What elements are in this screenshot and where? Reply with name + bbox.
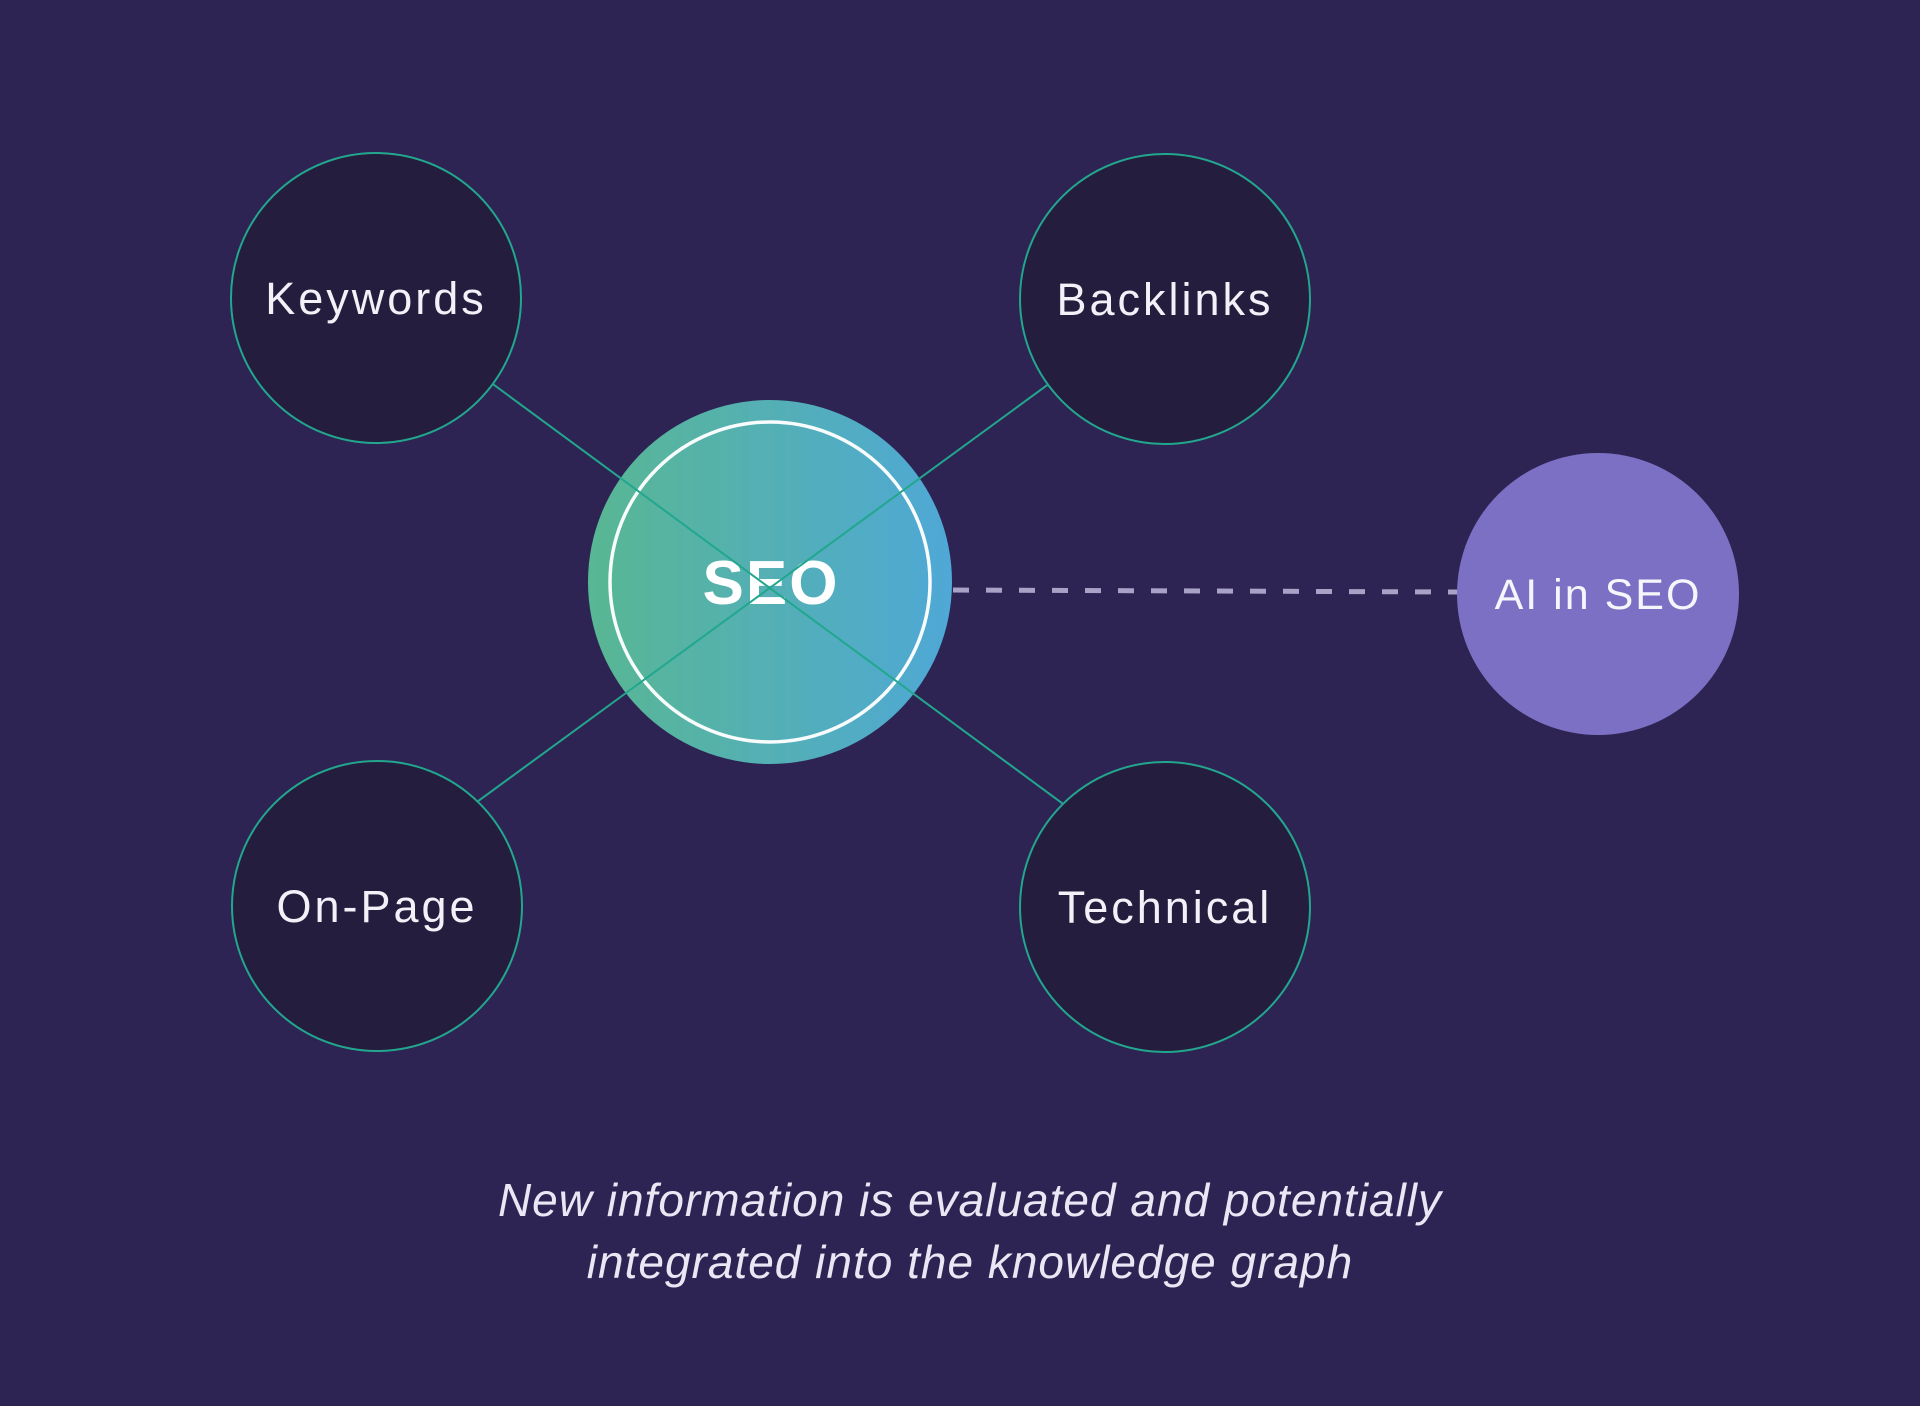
dashed-connector-seo-ai [952,587,1459,595]
node-keywords-label: Keywords [265,273,487,324]
connector-backlinks-onpage [376,298,1166,876]
node-ai-in-seo-circle [1457,453,1739,735]
node-keywords: Keywords [230,152,522,444]
node-technical-label: Technical [1058,882,1273,933]
center-node-circle [588,400,952,764]
node-on-page-label: On-Page [276,881,477,932]
node-backlinks-label: Backlinks [1056,274,1273,325]
node-backlinks-circle [1019,153,1311,445]
node-backlinks: Backlinks [1019,153,1311,445]
center-node-seo: SEO [588,400,952,764]
caption: New information is evaluated and potenti… [498,1174,1444,1288]
center-node-label: SEO [703,549,840,618]
caption-line-1: New information is evaluated and potenti… [498,1174,1444,1226]
node-ai-in-seo-label: AI in SEO [1495,571,1702,619]
node-on-page-circle [231,760,523,1052]
node-on-page: On-Page [231,760,523,1052]
node-technical: Technical [1019,761,1311,1053]
center-node-inner-ring [608,420,932,744]
caption-line-2: integrated into the knowledge graph [587,1236,1353,1288]
node-technical-circle [1019,761,1311,1053]
node-ai-in-seo: AI in SEO [1457,453,1739,735]
node-keywords-circle [230,152,522,444]
